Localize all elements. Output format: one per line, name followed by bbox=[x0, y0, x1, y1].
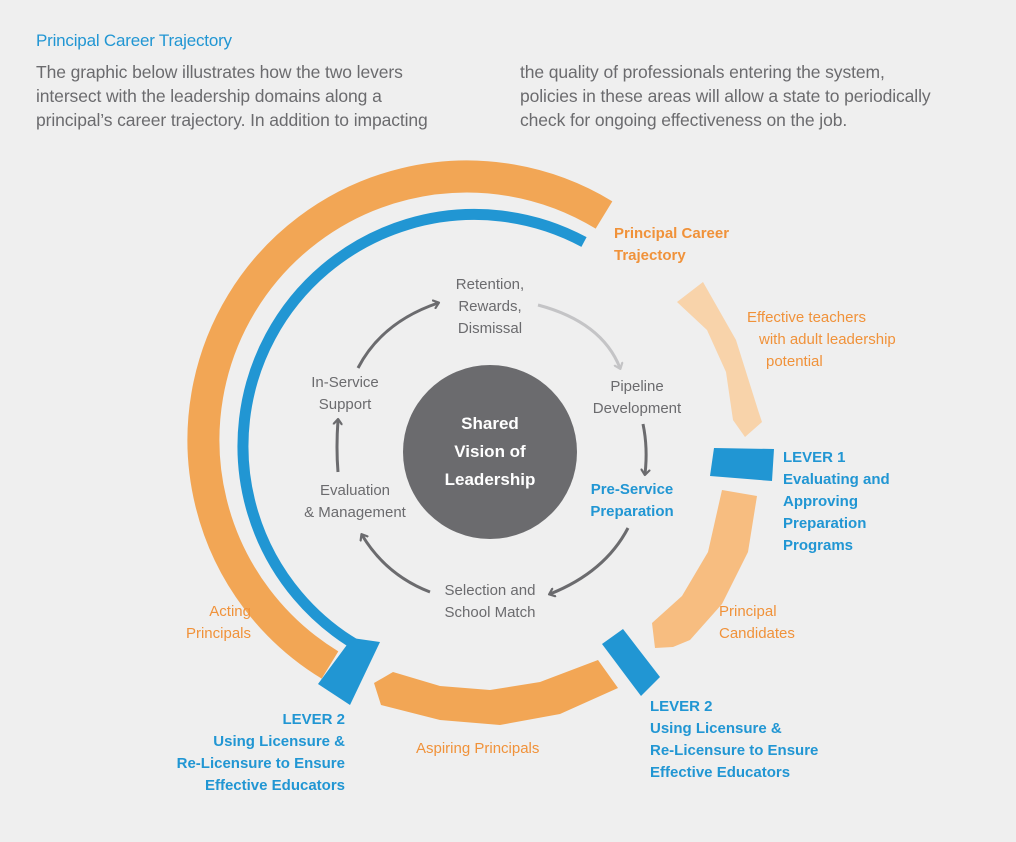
label-line: School Match bbox=[444, 604, 536, 621]
label-line: Retention, bbox=[455, 276, 525, 293]
label-line: Pre-Service bbox=[590, 481, 674, 498]
shared-vision-label: Shared Vision of Leadership bbox=[420, 410, 560, 494]
arrow-preservice-to-selection bbox=[550, 527, 630, 594]
label-line: Using Licensure & bbox=[213, 733, 345, 750]
cycle-selection-label: Selection and School Match bbox=[425, 580, 555, 624]
lever2-right-label: LEVER 2 Using Licensure & Re-Licensure t… bbox=[650, 696, 818, 784]
arrow-pipeline-to-preservice bbox=[643, 423, 646, 474]
intro-line: The graphic below illustrates how the tw… bbox=[36, 62, 403, 82]
lever2-right-block bbox=[602, 629, 660, 696]
label-line: Effective Educators bbox=[650, 764, 791, 781]
label-line: Candidates bbox=[719, 625, 795, 642]
cycle-retention-label: Retention, Rewards, Dismissal bbox=[430, 274, 550, 340]
label-line: LEVER 1 bbox=[783, 449, 846, 466]
lever2-left-label: LEVER 2 Using Licensure & Re-Licensure t… bbox=[140, 709, 345, 797]
cycle-evaluation-label: Evaluation & Management bbox=[290, 480, 420, 524]
label-line: Selection and bbox=[444, 582, 536, 599]
intro-paragraph-column-1: The graphic below illustrates how the tw… bbox=[36, 60, 506, 132]
effective-teachers-label: Effective teachers with adult leadership… bbox=[747, 307, 896, 373]
arrow-inservice-to-retention bbox=[356, 303, 438, 369]
center-line: Leadership bbox=[444, 470, 536, 489]
label-line: Preparation bbox=[783, 515, 867, 532]
effective-teachers-arc bbox=[677, 282, 762, 437]
label-line: Re-Licensure to Ensure bbox=[176, 755, 345, 772]
label-line: Trajectory bbox=[614, 247, 686, 264]
center-line: Vision of bbox=[454, 442, 526, 461]
label-line: Acting bbox=[209, 603, 251, 620]
acting-principals-label: Acting Principals bbox=[150, 601, 251, 645]
label-line: Using Licensure & bbox=[650, 720, 782, 737]
principal-candidates-arc bbox=[652, 490, 757, 648]
label-line: Effective Educators bbox=[204, 777, 345, 794]
lever1-label: LEVER 1 Evaluating and Approving Prepara… bbox=[783, 447, 890, 557]
label-line: Principals bbox=[185, 625, 251, 642]
label-line: In-Service bbox=[311, 374, 379, 391]
label-line: Evaluation bbox=[319, 482, 391, 499]
label-line: LEVER 2 bbox=[282, 711, 345, 728]
cycle-pipeline-label: Pipeline Development bbox=[572, 376, 702, 420]
lever1-block bbox=[710, 448, 774, 481]
label-line: Re-Licensure to Ensure bbox=[650, 742, 819, 759]
intro-paragraph-column-2: the quality of professionals entering th… bbox=[520, 60, 990, 132]
cycle-inservice-label: In-Service Support bbox=[290, 372, 400, 416]
label-line: Programs bbox=[783, 537, 854, 554]
label-line: Development bbox=[592, 400, 682, 417]
label-line: & Management bbox=[304, 504, 406, 521]
arrow-selection-to-evaluation bbox=[362, 535, 431, 594]
intro-line: policies in these areas will allow a sta… bbox=[520, 86, 931, 106]
label-line: Support bbox=[318, 396, 372, 413]
arrow-evaluation-to-inservice bbox=[337, 420, 338, 473]
intro-line: principal’s career trajectory. In additi… bbox=[36, 110, 428, 130]
trajectory-title-label: Principal Career Trajectory bbox=[614, 223, 729, 267]
arrow-retention-to-pipeline bbox=[537, 303, 620, 368]
intro-line: check for ongoing effectiveness on the j… bbox=[520, 110, 848, 130]
label-line: Evaluating and bbox=[783, 471, 890, 488]
intro-line: intersect with the leadership domains al… bbox=[36, 86, 382, 106]
label-line: Aspiring Principals bbox=[416, 740, 540, 757]
page-heading: Principal Career Trajectory bbox=[36, 31, 232, 50]
label-line: Dismissal bbox=[457, 320, 523, 337]
label-line: with adult leadership bbox=[759, 331, 896, 348]
aspiring-principals-label: Aspiring Principals bbox=[416, 738, 539, 760]
cycle-preservice-label: Pre-Service Preparation bbox=[572, 479, 692, 523]
label-line: Pipeline bbox=[610, 378, 664, 395]
label-line: LEVER 2 bbox=[650, 698, 713, 715]
center-line: Shared bbox=[461, 414, 519, 433]
label-line: Preparation bbox=[590, 503, 674, 520]
acting-principals-arc bbox=[187, 160, 613, 679]
principal-candidates-label: Principal Candidates bbox=[719, 601, 795, 645]
label-line: Principal bbox=[719, 603, 777, 620]
label-line: Principal Career bbox=[614, 225, 730, 242]
intro-line: the quality of professionals entering th… bbox=[520, 62, 885, 82]
label-line: Rewards, bbox=[458, 298, 522, 315]
licensure-blue-arc bbox=[237, 208, 587, 655]
label-line: potential bbox=[766, 353, 823, 370]
shared-vision-circle bbox=[403, 365, 577, 539]
lever2-left-block bbox=[318, 638, 380, 705]
aspiring-principals-band bbox=[374, 660, 618, 725]
label-line: Approving bbox=[783, 493, 858, 510]
label-line: Effective teachers bbox=[747, 309, 866, 326]
